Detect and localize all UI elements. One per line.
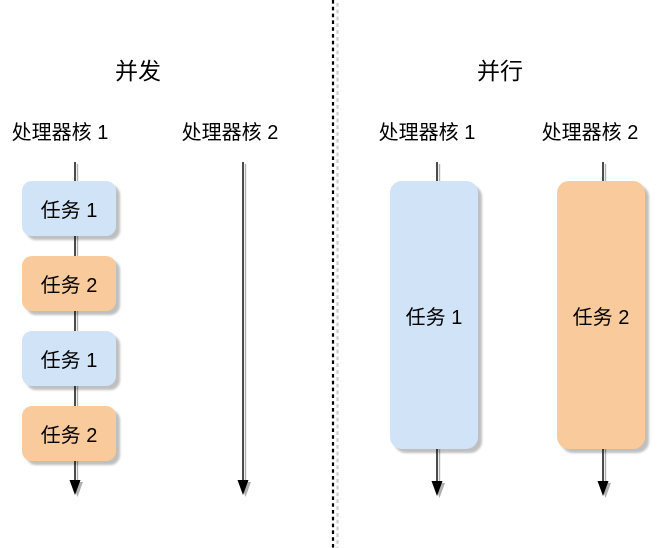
column-label-core2-left: 处理器核 2	[181, 122, 279, 144]
column-label-core1-left: 处理器核 1	[11, 122, 109, 144]
task-box: 任务 1	[390, 181, 478, 449]
column-label-core2-right: 处理器核 2	[541, 122, 639, 144]
panel-title-concurrency: 并发	[115, 58, 161, 84]
task-box: 任务 2	[22, 406, 116, 461]
column-label-core1-right: 处理器核 1	[378, 122, 476, 144]
panel-title-parallelism: 并行	[477, 58, 523, 84]
task-box: 任务 2	[557, 181, 645, 449]
timeline-arrow-core2-left	[237, 162, 251, 497]
task-box: 任务 1	[22, 331, 116, 386]
task-box: 任务 1	[22, 181, 116, 236]
task-box: 任务 2	[22, 256, 116, 311]
panel-divider	[331, 0, 339, 548]
